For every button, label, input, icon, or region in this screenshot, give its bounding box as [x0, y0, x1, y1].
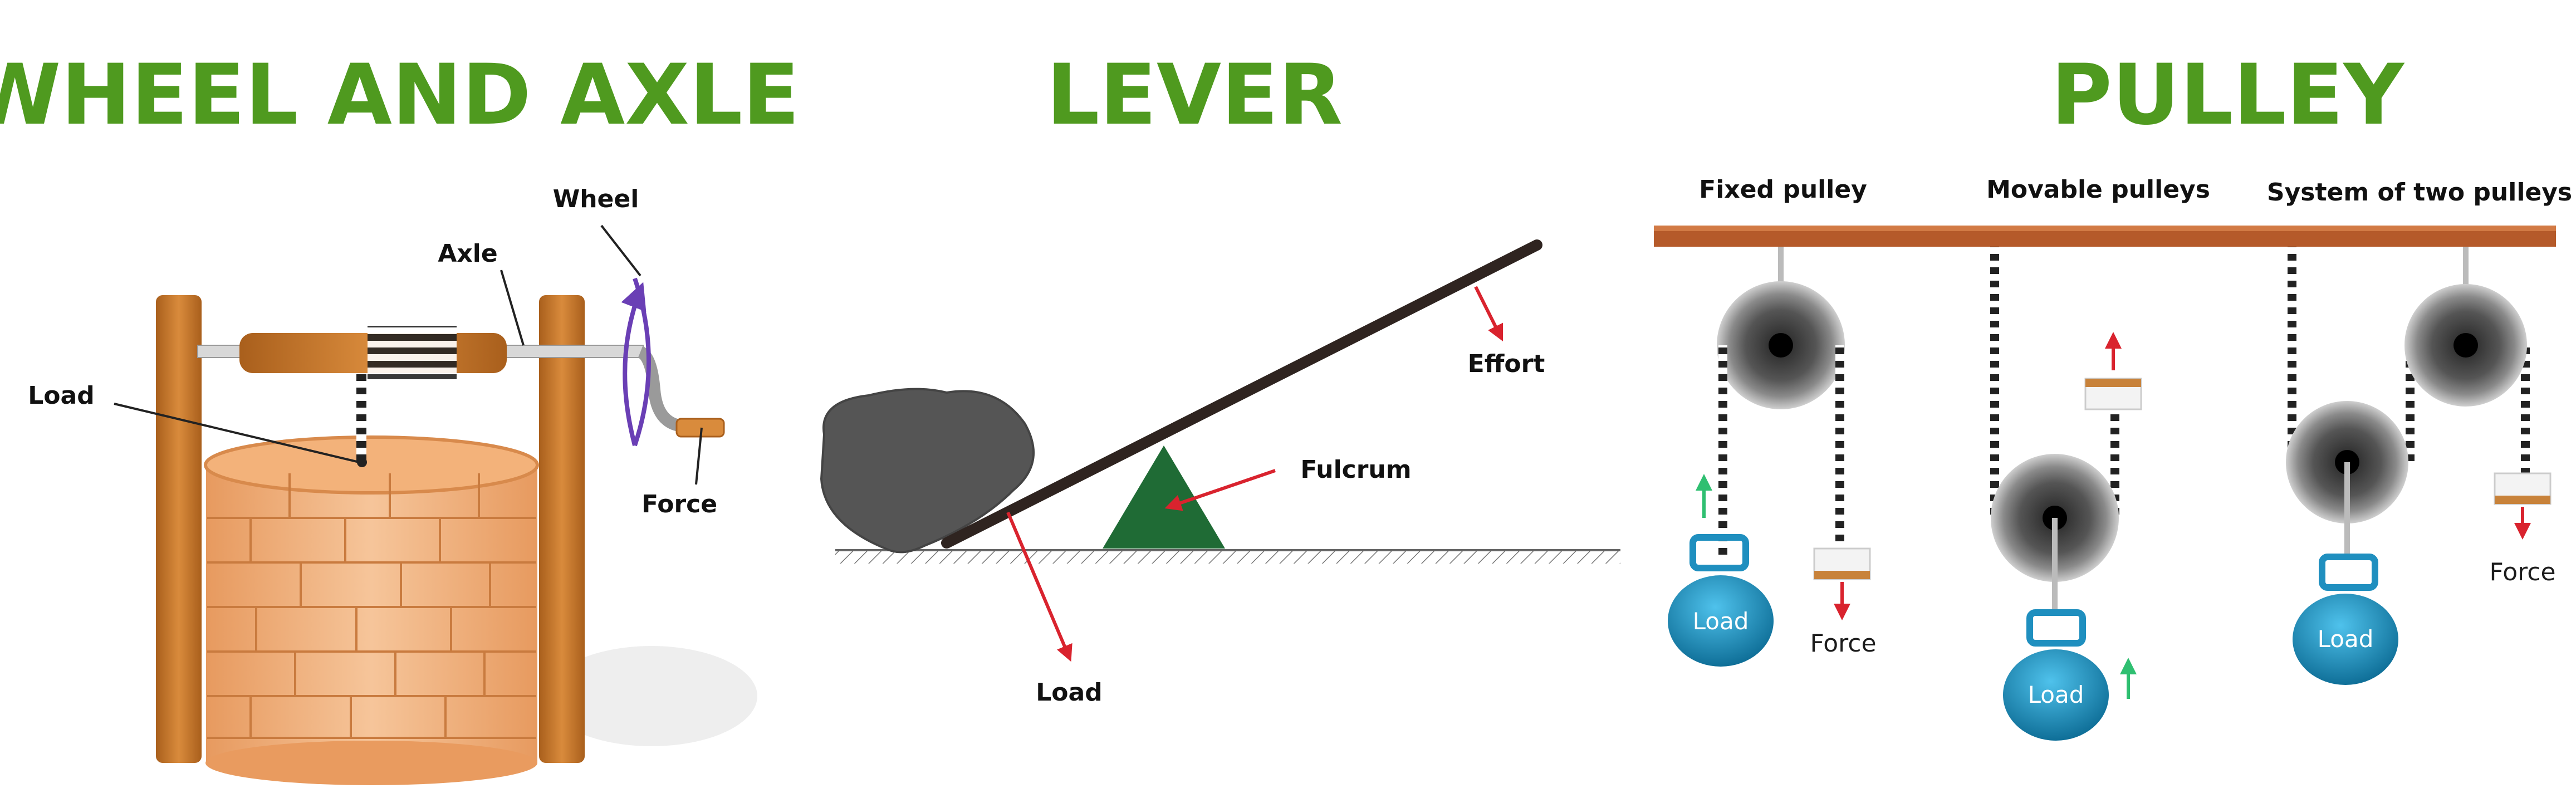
fixed-pulley-caption: Fixed pulley	[1699, 175, 1867, 204]
fixed-pulley-group	[1668, 247, 1871, 667]
ground-hatching	[835, 551, 1620, 564]
wheel-axle-title: WHEEL AND AXLE	[0, 47, 800, 144]
fulcrum-label: Fulcrum	[1300, 456, 1411, 484]
effort-arrow	[1474, 286, 1504, 342]
wheel-axle-load-label: Load	[28, 381, 94, 410]
system-force-label: Force	[2489, 558, 2555, 586]
two-pulley-system-group	[2286, 247, 2551, 685]
axle-leader	[500, 270, 525, 346]
wheel-axle-force-label: Force	[641, 490, 717, 518]
load-arrow	[1006, 511, 1072, 662]
wheel-axle-illustration	[114, 224, 757, 785]
movable-rope-left	[1990, 247, 1999, 520]
fixed-load-weight	[1668, 575, 1774, 667]
wheel-leader	[600, 224, 641, 277]
system-load-weight	[2293, 594, 2398, 685]
rock	[820, 388, 1035, 554]
movable-load-weight	[2003, 649, 2109, 741]
lever-title: LEVER	[1046, 47, 1343, 144]
system-rope-left	[2288, 247, 2296, 461]
lever-load-label: Load	[1036, 678, 1102, 707]
fulcrum-arrow	[1164, 469, 1276, 511]
pulley-title: PULLEY	[2051, 47, 2405, 144]
lever-illustration	[820, 239, 1620, 662]
effort-label: Effort	[1468, 350, 1545, 378]
fixed-load-label: Load	[1693, 608, 1749, 635]
system-rope-right	[2521, 345, 2530, 473]
rope-coils	[368, 326, 457, 379]
movable-pulley-group	[1990, 247, 2142, 741]
well-rim	[204, 435, 539, 495]
brick-well	[206, 465, 537, 763]
lever-beam	[941, 239, 1542, 549]
movable-pulley-caption: Movable pulleys	[1986, 175, 2210, 204]
well-rope	[356, 373, 366, 462]
system-pulley-caption: System of two pulleys	[2267, 178, 2572, 207]
brick-lines	[207, 473, 536, 739]
fixed-pulley-rope-right	[1835, 345, 1844, 551]
force-leader	[695, 427, 703, 485]
fixed-force-label: Force	[1810, 629, 1876, 658]
fixed-pulley-rope-left	[1718, 345, 1727, 557]
axle-label: Axle	[438, 239, 497, 268]
system-load-label: Load	[2318, 625, 2374, 653]
fulcrum-triangle	[1103, 446, 1225, 549]
movable-load-label: Load	[2028, 681, 2084, 708]
ground-shadow	[546, 646, 757, 746]
load-leader	[114, 403, 360, 463]
wheel-label: Wheel	[553, 185, 639, 213]
left-post	[156, 295, 202, 763]
right-post	[539, 295, 585, 763]
